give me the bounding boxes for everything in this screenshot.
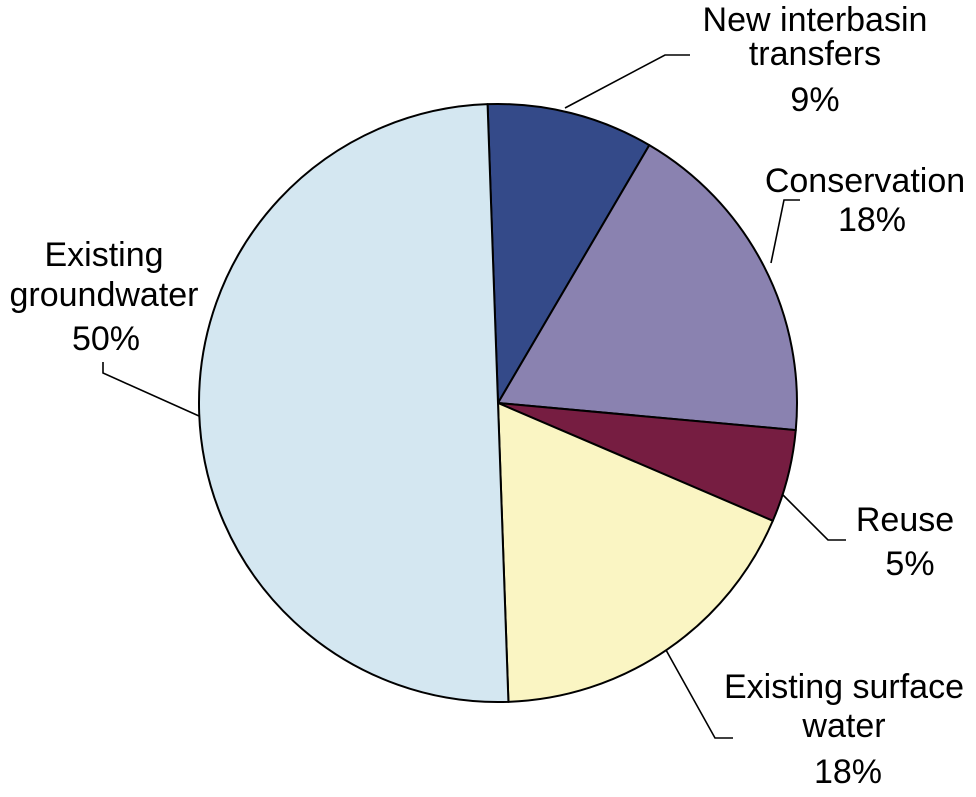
label-existing-surface-line1: Existing surface [724,668,964,706]
label-existing-groundwater-line1: Existing [44,236,163,274]
pie-slices [198,103,798,703]
label-reuse: Reuse [856,501,954,539]
label-new-interbasin-line1: New interbasin [703,1,928,39]
label-reuse-pct: 5% [885,545,934,583]
label-existing-groundwater-pct: 50% [72,320,140,358]
leader-line-existing-groundwater [102,362,200,417]
leader-line-reuse [781,493,846,541]
label-conservation: Conservation [765,162,965,200]
slice-existing-groundwater [198,103,510,703]
label-existing-surface-pct: 18% [814,753,882,791]
slice-conservation [497,144,798,432]
leader-line-existing-surface-water [665,649,733,739]
label-existing-groundwater-line2: groundwater [9,276,198,314]
slice-existing-surface-water [497,402,774,703]
leader-line-new-interbasin-transfers [564,54,690,109]
leader-line-conservation [770,199,800,264]
label-new-interbasin-pct: 9% [790,81,839,119]
leader-lines [102,54,846,739]
label-new-interbasin-line2: transfers [749,35,881,73]
label-existing-surface-line2: water [801,707,885,745]
slice-new-interbasin-transfers [486,103,651,404]
label-conservation-pct: 18% [838,201,906,239]
